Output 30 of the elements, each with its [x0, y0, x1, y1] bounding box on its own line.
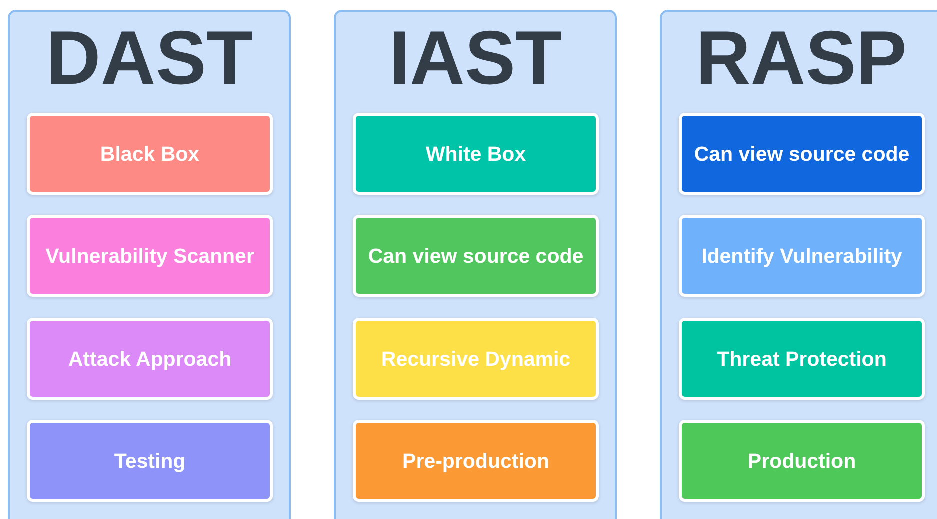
column-heading: IAST	[388, 20, 564, 98]
feature-label: Threat Protection	[716, 346, 888, 372]
feature-card	[27, 318, 273, 400]
feature-label: Testing	[113, 448, 187, 474]
feature-card	[679, 113, 925, 195]
feature-label: Production	[746, 448, 858, 474]
feature-card	[27, 215, 273, 297]
column-panel	[334, 10, 617, 519]
feature-card	[353, 420, 599, 502]
feature-card	[27, 113, 273, 195]
feature-label: Attack Approach	[67, 346, 233, 372]
feature-label: White Box	[424, 142, 528, 168]
feature-label: Can view source code	[693, 142, 911, 168]
feature-label: Can view source code	[367, 244, 585, 270]
feature-card	[679, 318, 925, 400]
feature-card	[27, 420, 273, 502]
feature-label: Black Box	[99, 142, 201, 168]
column-heading: RASP	[694, 20, 908, 98]
column-panel	[8, 10, 291, 519]
column-panel	[660, 10, 937, 519]
feature-card	[353, 215, 599, 297]
feature-label: Pre-production	[402, 448, 550, 474]
feature-card	[679, 420, 925, 502]
column-heading: DAST	[45, 20, 254, 98]
feature-label: Recursive Dynamic	[380, 346, 572, 372]
feature-label: Vulnerability Scanner	[44, 244, 256, 270]
feature-card	[679, 215, 925, 297]
feature-card	[353, 113, 599, 195]
feature-card	[353, 318, 599, 400]
feature-label: Identify Vulnerability	[700, 244, 904, 270]
